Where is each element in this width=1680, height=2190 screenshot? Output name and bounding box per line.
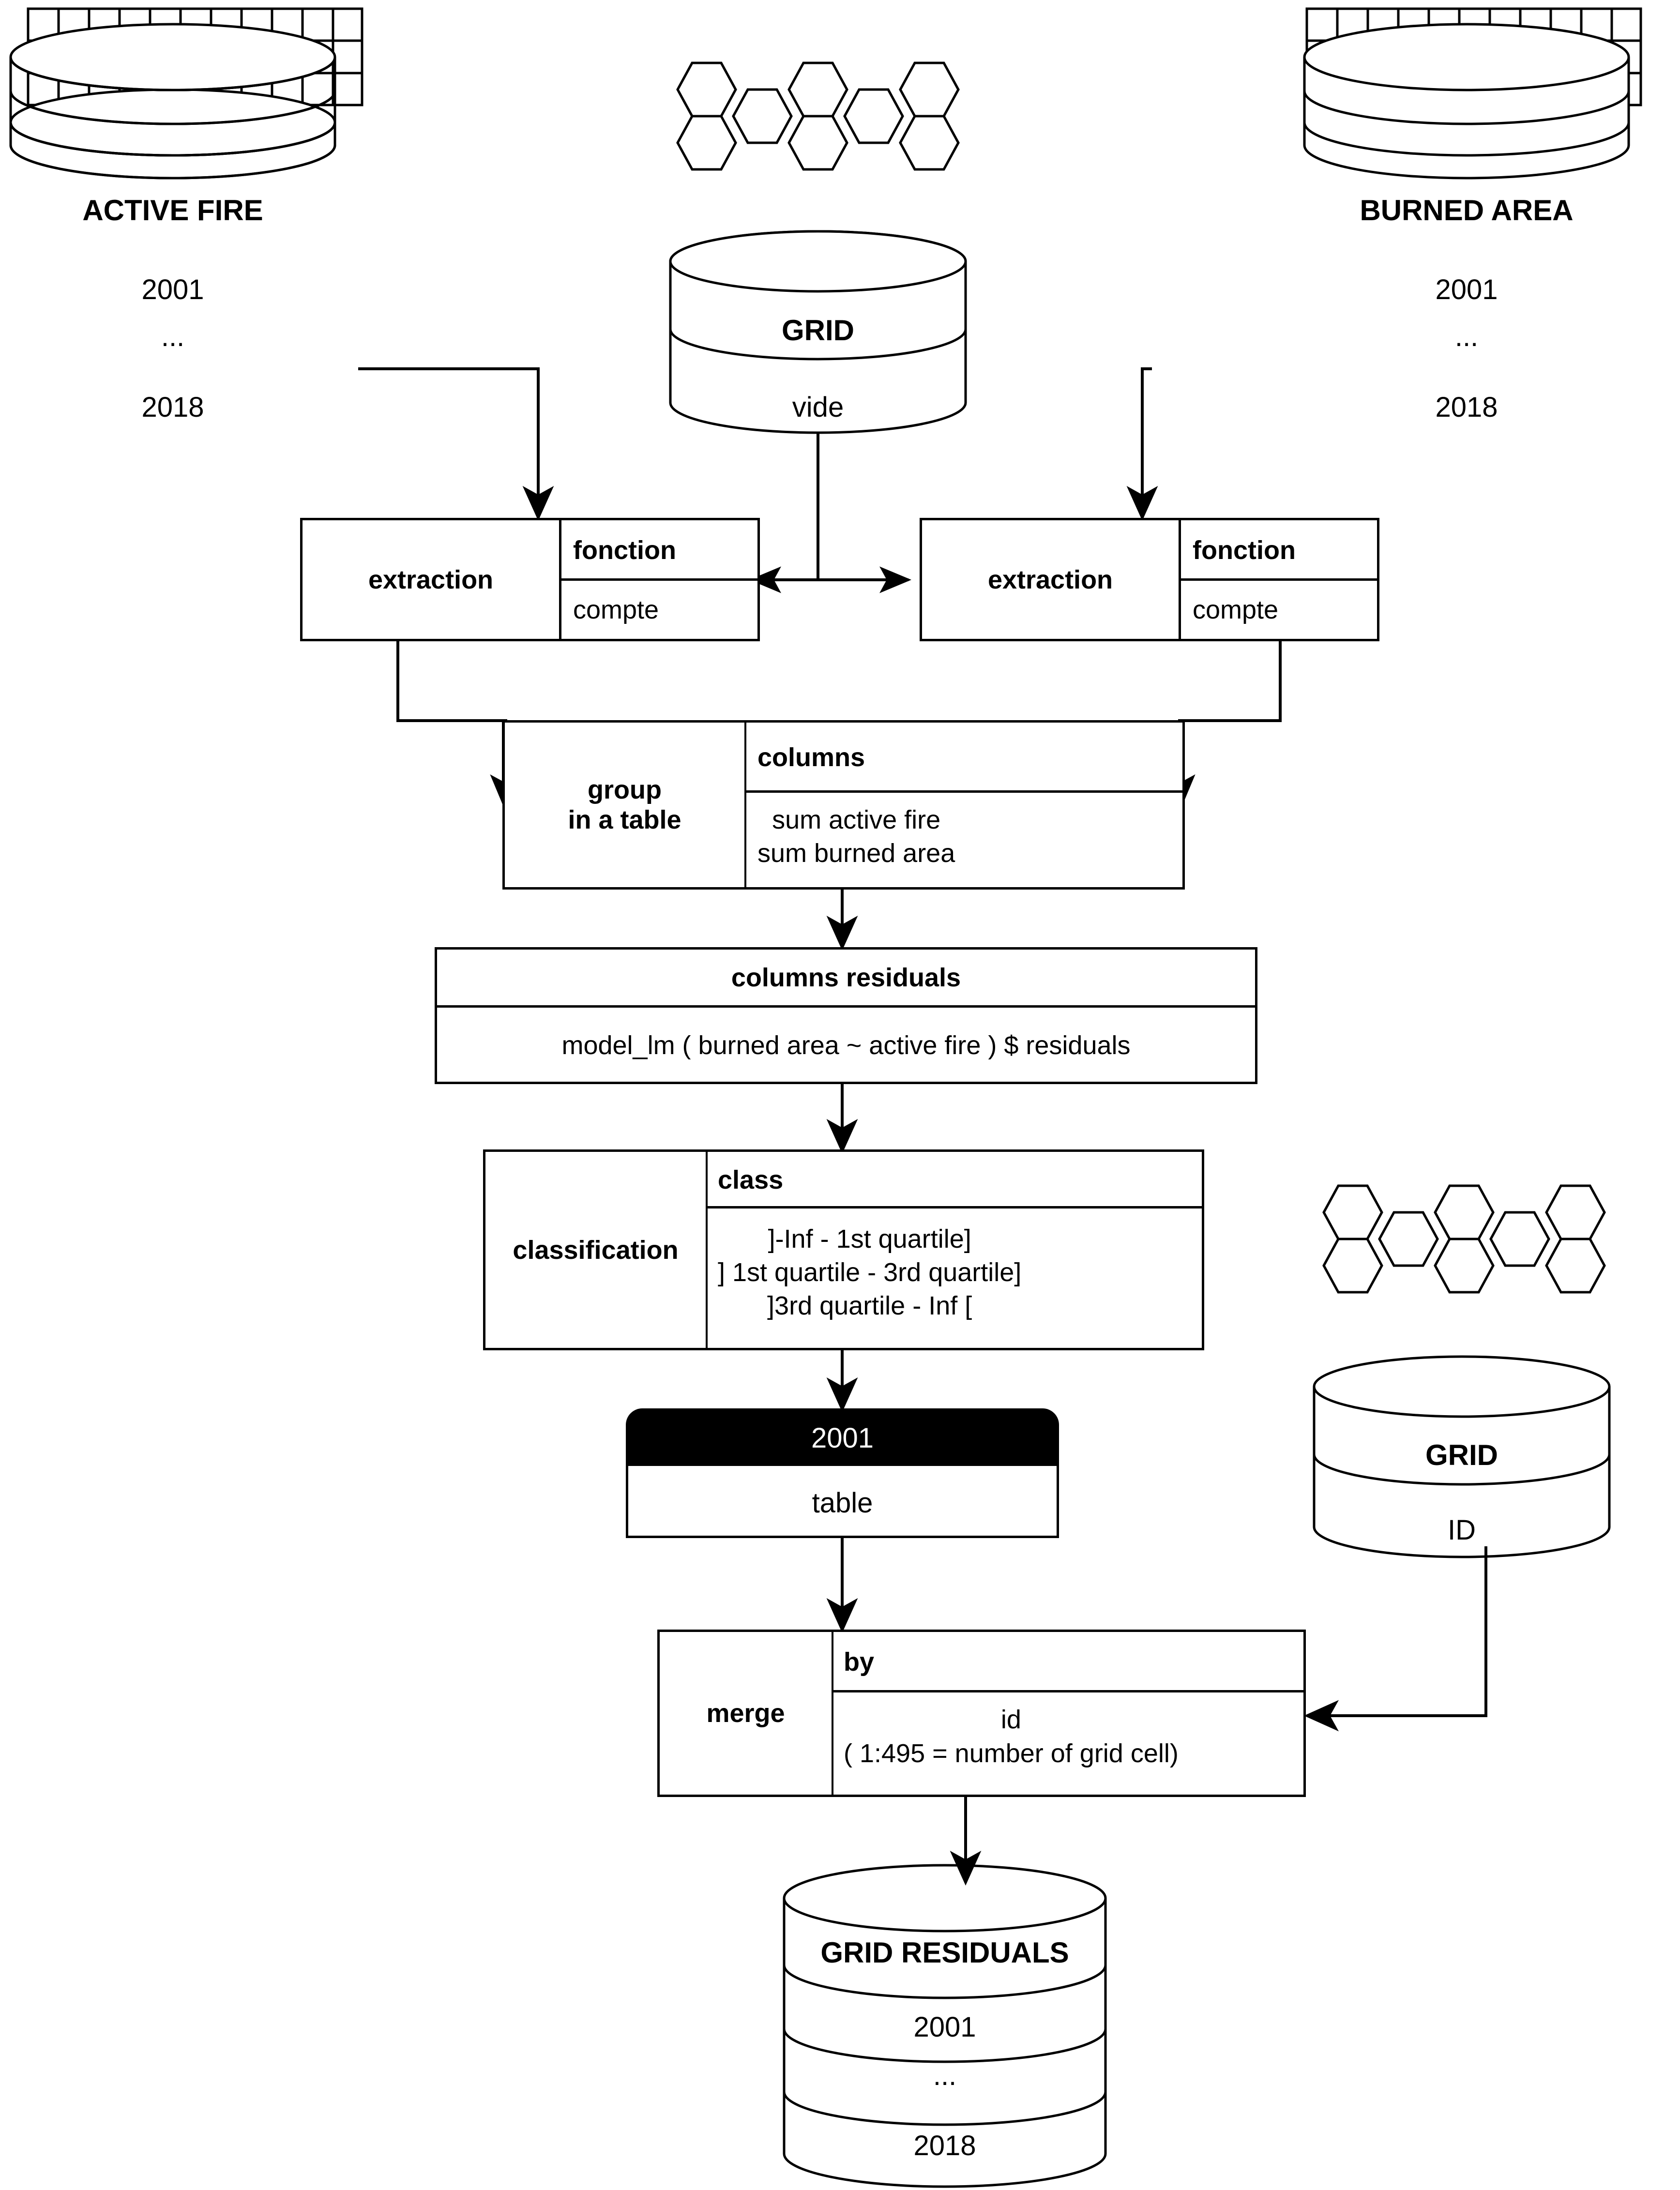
year-table-body <box>626 1466 1059 1538</box>
residuals-title: columns residuals <box>731 963 961 992</box>
extraction-right-operation: extraction <box>987 565 1113 594</box>
grid-id-row-0: ID <box>1448 1514 1476 1546</box>
group-param-title: columns <box>757 743 865 772</box>
burned-area-title: BURNED AREA <box>1360 194 1574 227</box>
burned-area-row-2: 2018 <box>1435 392 1498 423</box>
columns-residuals-box[interactable]: columns residuals model_lm ( burned area… <box>435 947 1257 1084</box>
grid-residuals-cylinder <box>783 1864 1107 2188</box>
grid-residuals-title: GRID RESIDUALS <box>820 1936 1069 1969</box>
grid-id-cylinder <box>1313 1355 1611 1558</box>
grid-residuals-row-2: 2018 <box>913 2130 976 2161</box>
active-fire-cylinder <box>9 23 336 180</box>
residuals-formula: model_lm ( burned area ~ active fire ) $… <box>561 1030 1131 1060</box>
classification-param-title: class <box>718 1165 784 1194</box>
grid-id-title: GRID <box>1425 1439 1498 1471</box>
burned-area-cylinder <box>1303 23 1630 180</box>
active-fire-row-2: 2018 <box>141 392 204 423</box>
grid-residuals-row-1: ... <box>933 2060 957 2091</box>
burned-area-row-0: 2001 <box>1435 274 1498 305</box>
grid-vide-title: GRID <box>782 314 854 347</box>
group-in-table-box[interactable]: group in a table columns sum active fire… <box>502 720 1185 890</box>
merge-param-title: by <box>844 1647 875 1676</box>
year-table-box[interactable]: 2001 table <box>626 1408 1059 1538</box>
group-operation: group in a table <box>568 775 681 834</box>
extraction-left-operation: extraction <box>368 565 494 594</box>
extraction-left-param-value: compte <box>573 595 659 624</box>
edge-gridid-to-merge <box>1304 1546 1487 1732</box>
grid-residuals-row-0: 2001 <box>913 2011 976 2043</box>
active-fire-row-1: ... <box>161 321 185 352</box>
merge-operation: merge <box>706 1699 785 1728</box>
group-param-value: sum active fire sum burned area <box>757 805 955 868</box>
classification-operation: classification <box>513 1235 679 1265</box>
extraction-right-box[interactable]: extraction fonction compte <box>920 518 1379 641</box>
active-fire-row-0: 2001 <box>141 274 204 305</box>
edge-extraction-left-to-group <box>396 639 507 722</box>
edge-extraction-right-to-group <box>1178 639 1282 722</box>
year-table-header <box>626 1408 1059 1467</box>
extraction-right-param-value: compte <box>1193 595 1279 624</box>
year-table-header-label: 2001 <box>811 1422 874 1454</box>
hexagon-grid-icon-center <box>676 61 960 171</box>
burned-area-row-1: ... <box>1454 321 1479 352</box>
edge-activefire-to-extraction <box>358 367 554 521</box>
year-table-body-label: table <box>812 1487 873 1519</box>
classification-box[interactable]: classification class ]-Inf - 1st quartil… <box>483 1149 1204 1350</box>
merge-param-value: id ( 1:495 = number of grid cell) <box>844 1705 1179 1768</box>
grid-vide-cylinder <box>669 230 967 434</box>
merge-box[interactable]: merge by id ( 1:495 = number of grid cel… <box>657 1630 1306 1797</box>
hexagon-grid-icon-right <box>1322 1184 1606 1294</box>
classification-param-value: ]-Inf - 1st quartile] ] 1st quartile - 3… <box>718 1224 1022 1321</box>
extraction-left-param-title: fonction <box>573 536 676 565</box>
extraction-left-box[interactable]: extraction fonction compte <box>300 518 760 641</box>
extraction-right-param-title: fonction <box>1193 536 1296 565</box>
edge-burnedarea-to-extraction <box>1126 367 1158 521</box>
active-fire-title: ACTIVE FIRE <box>82 194 263 227</box>
grid-vide-row-0: vide <box>792 392 844 423</box>
